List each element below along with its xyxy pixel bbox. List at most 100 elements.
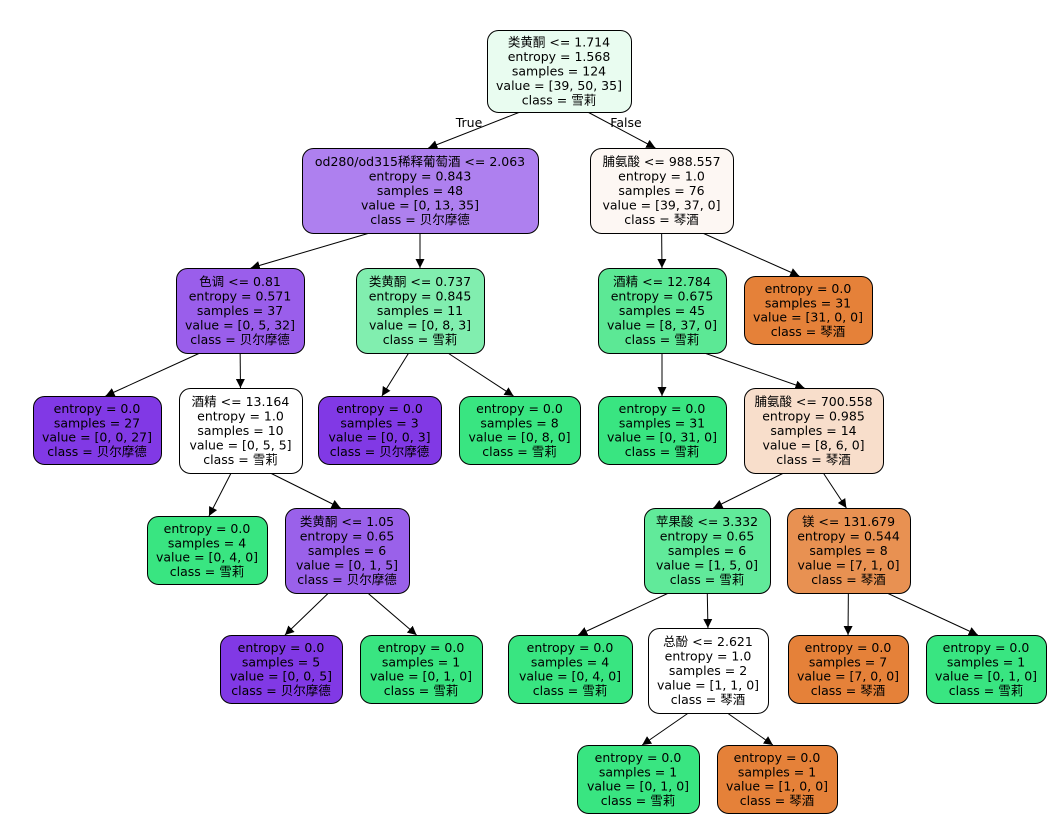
tree-node-box	[459, 396, 581, 465]
tree-edge	[822, 472, 847, 509]
tree-node-line: value = [7, 0, 0]	[797, 669, 899, 684]
tree-node-line: class = 雪莉	[203, 452, 277, 467]
tree-node-line: 色调 <= 0.81	[199, 274, 281, 289]
tree-edge	[381, 352, 410, 397]
tree-node-line: class = 雪莉	[170, 564, 244, 579]
tree-node-line: 类黄酮 <= 1.05	[300, 514, 394, 529]
tree-node-line: samples = 76	[618, 183, 704, 198]
tree-node-line: class = 琴酒	[811, 572, 885, 587]
tree-edge	[367, 592, 417, 636]
tree-node-box	[318, 396, 442, 465]
tree-node-line: entropy = 0.0	[476, 401, 563, 416]
tree-node-line: value = [39, 37, 0]	[603, 197, 721, 212]
tree-edge	[208, 472, 232, 517]
tree-node-line: 镁 <= 131.679	[802, 514, 895, 529]
tree-node-line: value = [8, 6, 0]	[762, 437, 864, 452]
tree-node-line: entropy = 0.675	[611, 289, 714, 304]
tree-node-line: class = 琴酒	[811, 683, 885, 698]
tree-node-box	[285, 508, 410, 594]
tree-node-line: value = [0, 8, 3]	[369, 317, 471, 332]
tree-node-line: samples = 27	[54, 415, 140, 430]
tree-node-line: entropy = 1.0	[665, 649, 752, 664]
tree-edge	[727, 712, 774, 746]
tree-node-line: entropy = 1.568	[508, 49, 611, 64]
tree-node-line: samples = 1	[947, 654, 1025, 669]
tree-node-line: value = [0, 1, 5]	[296, 557, 398, 572]
tree-node-line: class = 雪莉	[949, 683, 1023, 698]
tree-node-line: entropy = 0.0	[527, 640, 614, 655]
tree-node-line: value = [0, 5, 32]	[185, 317, 295, 332]
tree-node-line: value = [0, 8, 0]	[468, 430, 570, 445]
tree-node-line: class = 雪莉	[625, 444, 699, 459]
tree-node-line: value = [8, 37, 0]	[607, 317, 717, 332]
tree-node-box	[577, 745, 700, 814]
tree-node-line: entropy = 0.845	[369, 289, 472, 304]
tree-edge	[250, 232, 370, 270]
tree-node-line: samples = 14	[770, 423, 856, 438]
tree-node-box	[176, 268, 305, 354]
tree-node-line: value = [0, 1, 0]	[935, 669, 1037, 684]
tree-node-line: class = 琴酒	[771, 324, 845, 339]
tree-node-line: entropy = 1.0	[197, 409, 284, 424]
tree-node-line: class = 琴酒	[624, 212, 698, 227]
tree-edge	[270, 472, 341, 509]
tree-edge	[886, 592, 978, 636]
tree-node-line: entropy = 0.0	[54, 401, 141, 416]
tree-node-line: samples = 2	[669, 663, 747, 678]
tree-node-line: class = 贝尔摩德	[47, 444, 147, 459]
tree-node-box	[787, 508, 911, 594]
tree-node-line: samples = 11	[377, 303, 463, 318]
tree-node-line: entropy = 0.571	[189, 289, 292, 304]
tree-edge	[447, 352, 514, 397]
tree-node-box	[33, 396, 162, 465]
tree-node-line: class = 贝尔摩德	[297, 572, 397, 587]
tree-node-box	[147, 516, 268, 585]
tree-node-line: value = [31, 0, 0]	[753, 310, 863, 325]
tree-node-line: class = 雪莉	[383, 332, 457, 347]
tree-node-line: entropy = 0.65	[300, 529, 395, 544]
tree-node-line: entropy = 0.985	[762, 409, 865, 424]
tree-node-box	[788, 635, 909, 704]
tree-node-line: class = 贝尔摩德	[330, 444, 430, 459]
edge-label: True	[455, 115, 483, 130]
tree-node-line: value = [1, 0, 0]	[726, 779, 828, 794]
tree-edge	[284, 592, 329, 636]
tree-node-line: samples = 8	[480, 415, 558, 430]
tree-node-box	[598, 396, 727, 465]
tree-node-line: 总酚 <= 2.621	[663, 634, 753, 649]
tree-node-line: samples = 31	[619, 415, 705, 430]
tree-node-line: entropy = 0.0	[595, 750, 682, 765]
tree-node-line: class = 雪莉	[384, 683, 458, 698]
tree-node-line: 酒精 <= 12.784	[613, 274, 711, 289]
tree-node-line: entropy = 0.843	[369, 169, 472, 184]
tree-node-line: class = 雪莉	[601, 793, 675, 808]
tree-node-line: samples = 8	[809, 543, 887, 558]
tree-node-line: entropy = 1.0	[618, 169, 705, 184]
tree-node-box	[179, 388, 303, 474]
tree-edge	[587, 111, 656, 149]
tree-node-box	[717, 745, 838, 814]
tree-node-line: samples = 37	[197, 303, 283, 318]
tree-node-line: entropy = 0.0	[336, 401, 423, 416]
tree-node-line: class = 琴酒	[776, 452, 850, 467]
tree-node-line: value = [39, 50, 35]	[496, 78, 622, 93]
tree-node-line: entropy = 0.0	[238, 640, 325, 655]
tree-node-line: entropy = 0.0	[378, 640, 465, 655]
tree-edge	[703, 592, 713, 629]
tree-node-line: value = [0, 0, 5]	[230, 669, 332, 684]
tree-node-line: class = 贝尔摩德	[231, 683, 331, 698]
tree-node-line: samples = 4	[531, 654, 609, 669]
tree-node-box	[598, 268, 727, 354]
tree-node-line: 类黄酮 <= 0.737	[369, 274, 471, 289]
tree-node-line: class = 雪莉	[533, 683, 607, 698]
